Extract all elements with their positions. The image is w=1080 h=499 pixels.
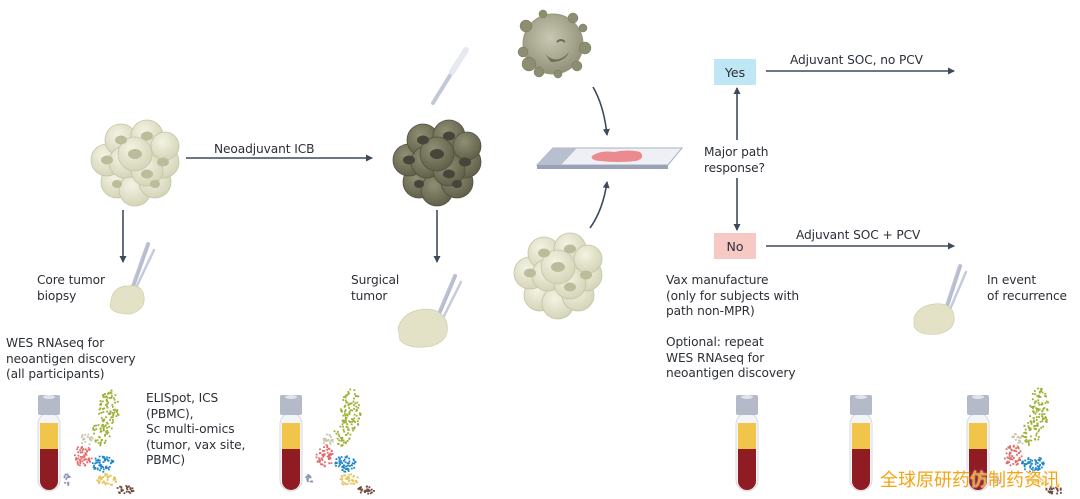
core-tumor-biopsy-label: Core tumor biopsy xyxy=(37,273,105,303)
no-label: No xyxy=(726,238,744,254)
blood-tube-icon xyxy=(37,395,61,492)
major-path-response-question: Major path response? xyxy=(704,145,769,175)
arrow-curve-to-slide-top xyxy=(592,86,610,136)
assays-label: ELISpot, ICS (PBMC), Sc multi-omics (tum… xyxy=(146,391,246,467)
blood-tube-icon xyxy=(849,395,873,492)
yes-label: Yes xyxy=(724,64,746,80)
vax-manufacture-label: Vax manufacture (only for subjects with … xyxy=(666,273,799,380)
no-decision-box: No xyxy=(714,233,756,259)
yes-decision-box: Yes xyxy=(714,59,756,85)
tumor-cluster-dark-icon xyxy=(392,119,482,207)
microscope-slide-icon xyxy=(535,147,684,169)
yes-branch-label: Adjuvant SOC, no PCV xyxy=(790,53,923,67)
no-branch-label: Adjuvant SOC + PCV xyxy=(796,228,921,242)
scalpel-icon xyxy=(431,47,469,105)
single-cell-umap-icon xyxy=(63,389,135,495)
arrows xyxy=(119,67,955,263)
wes-rnaseq-all-label: WES RNAseq for neoantigen discovery (all… xyxy=(6,336,136,381)
tumor-cluster-light-icon xyxy=(90,119,180,207)
biopsy-forceps-icon xyxy=(109,242,156,315)
surgical-forceps-icon xyxy=(397,274,463,348)
single-cell-umap-icon xyxy=(992,387,1062,495)
blood-tube-icon xyxy=(279,395,303,492)
recurrence-forceps-icon xyxy=(913,264,968,335)
blood-tube-icon xyxy=(966,395,990,492)
neoadjuvant-icb-label: Neoadjuvant ICB xyxy=(214,142,315,156)
tumor-cluster-light-icon xyxy=(513,232,603,320)
blood-tube-icon xyxy=(735,395,759,492)
watermark-text: 全球原研药仿制药资讯 xyxy=(880,470,1060,491)
arrow-curve-to-slide-bottom xyxy=(589,181,610,229)
surgical-tumor-label: Surgical tumor xyxy=(351,273,400,303)
recurrence-label: In event of recurrence xyxy=(987,273,1067,303)
single-cell-umap-icon xyxy=(305,388,375,495)
necrotic-tumor-icon xyxy=(517,9,592,79)
